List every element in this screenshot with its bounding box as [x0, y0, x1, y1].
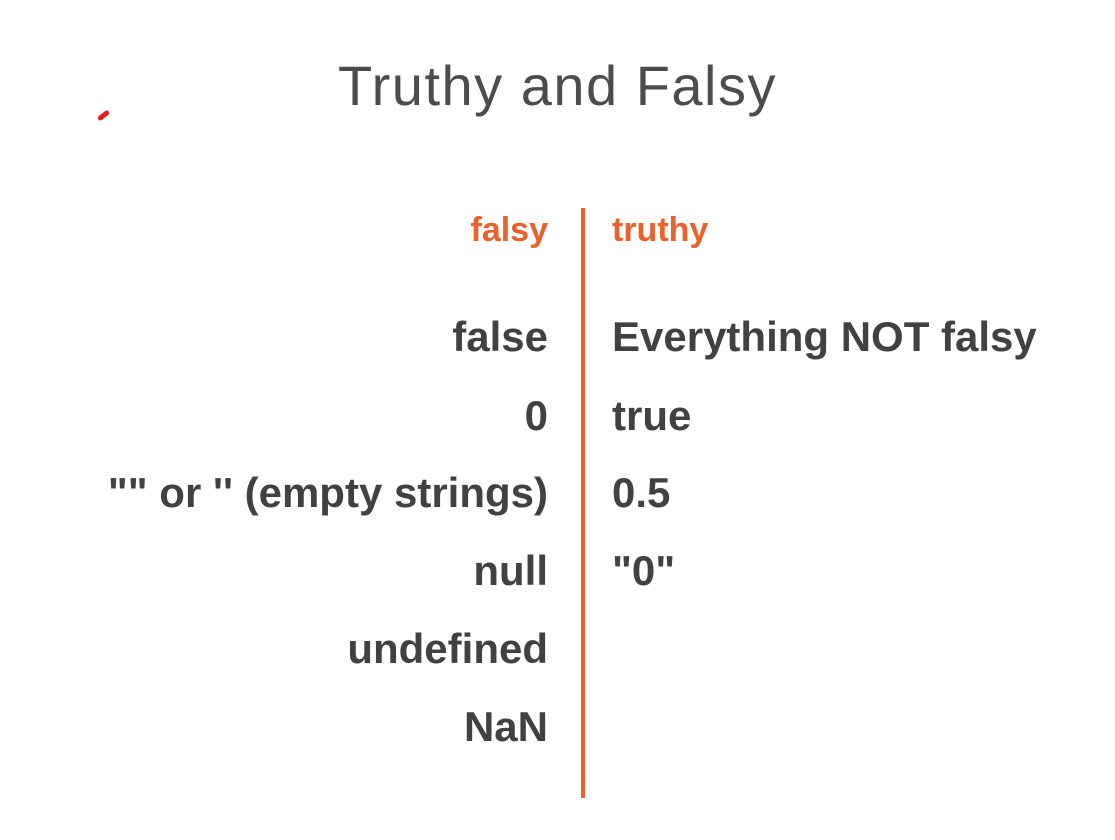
falsy-cell: 0 [524, 392, 548, 439]
table-header-row: falsy truthy [0, 213, 1115, 247]
truthy-cell: 0.5 [612, 469, 671, 516]
falsy-cell: "" or '' (empty strings) [107, 469, 548, 516]
column-divider [581, 208, 585, 798]
truthy-cell: true [612, 392, 692, 439]
slide-title: Truthy and Falsy [338, 54, 777, 117]
table-row: undefined [0, 628, 1115, 670]
table-row: false Everything NOT falsy [0, 316, 1115, 358]
table-row: NaN [0, 706, 1115, 748]
table-row: "" or '' (empty strings) 0.5 [0, 472, 1115, 514]
table-row: 0 true [0, 395, 1115, 437]
falsy-cell: false [452, 313, 548, 360]
falsy-cell: undefined [347, 625, 548, 672]
table-row: null "0" [0, 550, 1115, 592]
falsy-column-header: falsy [470, 211, 549, 249]
truthy-cell: "0" [612, 547, 676, 594]
truthy-column-header: truthy [612, 211, 709, 249]
falsy-cell: null [473, 547, 548, 594]
falsy-cell: NaN [463, 703, 548, 750]
truthy-cell: Everything NOT falsy [612, 313, 1037, 360]
